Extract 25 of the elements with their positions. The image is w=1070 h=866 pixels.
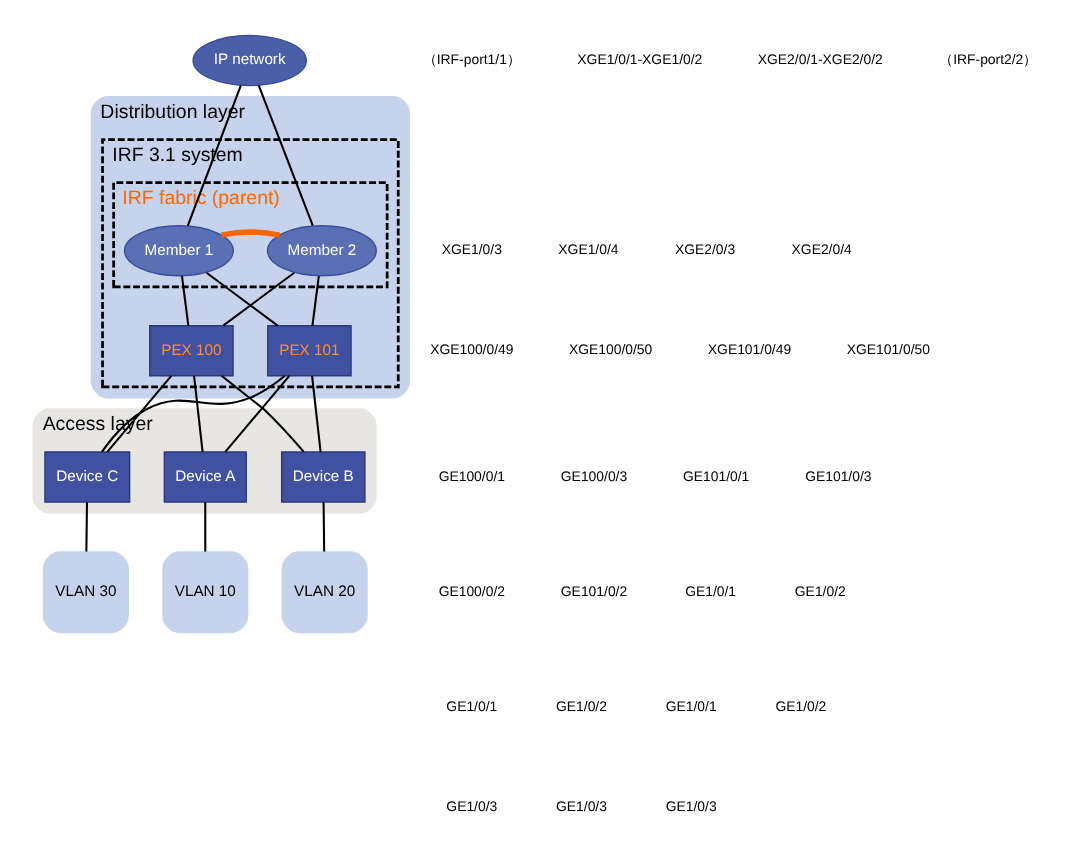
node-box: VLAN 30: [42, 550, 129, 633]
node-box: Device B: [280, 450, 366, 502]
connector: [204, 501, 207, 551]
connector: [311, 275, 320, 325]
node-ellipse: Member 1: [123, 224, 234, 276]
node-ellipse: Member 2: [266, 224, 377, 276]
node-box: VLAN 20: [281, 550, 368, 633]
connector: [85, 501, 88, 551]
node-box: Device A: [163, 450, 247, 502]
connector: [224, 374, 291, 452]
connector: [193, 374, 204, 451]
connector: [220, 228, 280, 237]
connector: [205, 270, 279, 326]
connector: [322, 501, 326, 551]
connector: [311, 374, 322, 451]
node-box: Device C: [44, 450, 131, 502]
node-box: PEX 100: [149, 324, 234, 376]
connector: [222, 270, 295, 326]
connector: [180, 275, 190, 325]
connector: [257, 83, 314, 226]
node-box: PEX 101: [267, 324, 352, 376]
node-box: VLAN 10: [162, 550, 249, 633]
connector: [101, 374, 286, 452]
node-ellipse: IP network: [192, 33, 307, 86]
connector: [221, 374, 305, 452]
